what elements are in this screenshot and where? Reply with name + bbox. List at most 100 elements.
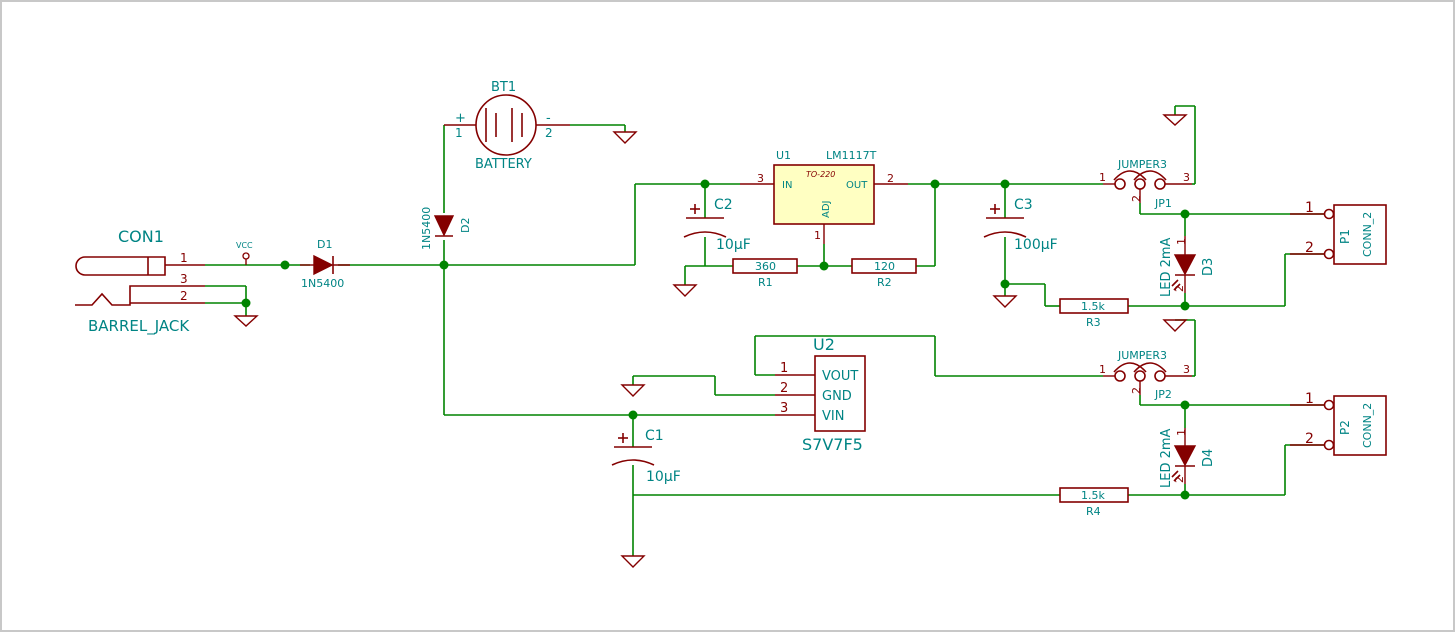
r4-value: 1.5k xyxy=(1081,489,1105,502)
jp2-value: JUMPER3 xyxy=(1117,349,1167,362)
d4-value: LED 2mA xyxy=(1159,428,1174,488)
bt1-pin1: 1 xyxy=(455,126,463,140)
u1-num-adj: 1 xyxy=(814,229,821,242)
junction-dot xyxy=(819,261,829,271)
u2-num-vin: 3 xyxy=(780,401,788,416)
capacitor-c2[interactable]: C2 10µF xyxy=(683,197,751,253)
d3-p2: 2 xyxy=(1173,285,1186,292)
p1-ref: P1 xyxy=(1338,229,1352,244)
p2-pin2: 2 xyxy=(1305,431,1314,447)
battery-bt1[interactable]: BT1 BATTERY + - 1 2 xyxy=(444,80,570,172)
r4-ref: R4 xyxy=(1086,505,1101,518)
ground-icon xyxy=(233,315,259,327)
junction-dot xyxy=(1000,179,1010,189)
jp2-p1: 1 xyxy=(1099,363,1106,376)
junction-dot xyxy=(1180,400,1190,410)
led-d3[interactable]: D3 LED 2mA 1 2 xyxy=(1159,236,1216,297)
jp2-ref: JP2 xyxy=(1154,388,1172,401)
r1-value: 360 xyxy=(755,260,776,273)
u2-num-vout: 1 xyxy=(780,361,788,376)
jp1-value: JUMPER3 xyxy=(1117,158,1167,171)
jp1-ref: JP1 xyxy=(1154,197,1172,210)
resistor-r3[interactable]: 1.5k R3 xyxy=(1059,298,1129,329)
d4-p2: 2 xyxy=(1173,476,1186,483)
u1-value: LM1117T xyxy=(826,149,877,162)
u2-value: S7V7F5 xyxy=(802,435,863,454)
junction-dot xyxy=(1000,279,1010,289)
jp2-p2: 2 xyxy=(1130,387,1143,394)
diode-d1[interactable]: D1 1N5400 xyxy=(300,238,350,290)
regulator-u1[interactable]: U1 LM1117T TO-220 IN OUT ADJ 3 2 1 xyxy=(740,149,908,244)
con1-ref: CON1 xyxy=(118,227,164,246)
d4-p1: 1 xyxy=(1175,429,1188,436)
u1-num-in: 3 xyxy=(757,172,764,185)
capacitor-c3[interactable]: C3 100µF xyxy=(983,197,1058,253)
con1-pin3: 3 xyxy=(180,272,188,286)
con1-pin1: 1 xyxy=(180,251,188,265)
c2-value: 10µF xyxy=(716,237,751,253)
connector-p2[interactable]: 1 2 P2 CONN_2 xyxy=(1290,391,1387,456)
c3-value: 100µF xyxy=(1014,237,1058,253)
c1-value: 10µF xyxy=(646,469,681,485)
con1-pin2: 2 xyxy=(180,289,188,303)
connector-p1[interactable]: 1 2 P1 CONN_2 xyxy=(1290,200,1387,265)
diode-d2[interactable]: D2 1N5400 xyxy=(420,207,472,250)
d2-ref: D2 xyxy=(459,218,472,233)
d2-value: 1N5400 xyxy=(420,207,433,250)
d3-ref: D3 xyxy=(1201,258,1216,276)
ground-icon xyxy=(620,555,646,568)
junctions xyxy=(241,179,1190,500)
u2-pin-gnd: GND xyxy=(822,389,852,404)
regulator-u2[interactable]: U2 S7V7F5 VOUT GND VIN 1 2 3 xyxy=(775,335,866,454)
jp1-p2: 2 xyxy=(1130,195,1143,202)
u2-pin-vin: VIN xyxy=(822,409,844,424)
barrel-jack-con1[interactable]: CON1 BARREL_JACK 1 3 2 xyxy=(75,227,205,336)
junction-dot xyxy=(439,260,449,270)
d3-value: LED 2mA xyxy=(1159,237,1174,297)
ground-icon xyxy=(1162,114,1188,126)
bt1-pin2: 2 xyxy=(545,126,553,140)
jp1-p1: 1 xyxy=(1099,171,1106,184)
led-d4[interactable]: D4 LED 2mA 1 2 xyxy=(1159,428,1216,488)
p1-value: CONN_2 xyxy=(1361,212,1374,257)
bt1-value: BATTERY xyxy=(475,157,532,172)
p2-ref: P2 xyxy=(1338,420,1352,435)
p1-pin2: 2 xyxy=(1305,240,1314,256)
resistor-r1[interactable]: 360 R1 xyxy=(732,258,798,289)
jumper-jp2[interactable]: JUMPER3 JP2 1 3 2 xyxy=(1099,349,1192,401)
jumper-jp1[interactable]: JUMPER3 JP1 1 3 2 xyxy=(1099,158,1192,210)
bt1-plus: + xyxy=(455,111,466,126)
u2-pin-vout: VOUT xyxy=(822,369,858,384)
c3-ref: C3 xyxy=(1014,197,1033,213)
capacitor-c1[interactable]: C1 10µF xyxy=(611,428,681,485)
resistor-r2[interactable]: 120 R2 xyxy=(851,258,917,289)
ground-icon xyxy=(620,384,646,397)
c1-ref: C1 xyxy=(645,428,664,444)
jack-spring xyxy=(75,285,205,306)
r2-ref: R2 xyxy=(877,276,892,289)
u1-ref: U1 xyxy=(776,149,791,162)
jack-barrel xyxy=(75,256,166,276)
junction-dot xyxy=(628,410,638,420)
d1-ref: D1 xyxy=(317,238,332,251)
junction-dot xyxy=(700,179,710,189)
r1-ref: R1 xyxy=(758,276,773,289)
resistor-r4[interactable]: 1.5k R4 xyxy=(1059,487,1129,518)
con1-value: BARREL_JACK xyxy=(88,317,190,336)
d3-p1: 1 xyxy=(1175,238,1188,245)
c2-ref: C2 xyxy=(714,197,733,213)
jp2-p3: 3 xyxy=(1183,363,1190,376)
u2-ref: U2 xyxy=(813,335,835,354)
u1-num-out: 2 xyxy=(887,172,894,185)
junction-dot xyxy=(1180,301,1190,311)
r3-value: 1.5k xyxy=(1081,300,1105,313)
d4-ref: D4 xyxy=(1201,449,1216,467)
d1-value: 1N5400 xyxy=(301,277,344,290)
junction-dot xyxy=(1180,209,1190,219)
junction-dot xyxy=(241,298,251,308)
ground-icon xyxy=(672,284,698,297)
bt1-minus: - xyxy=(546,111,551,126)
